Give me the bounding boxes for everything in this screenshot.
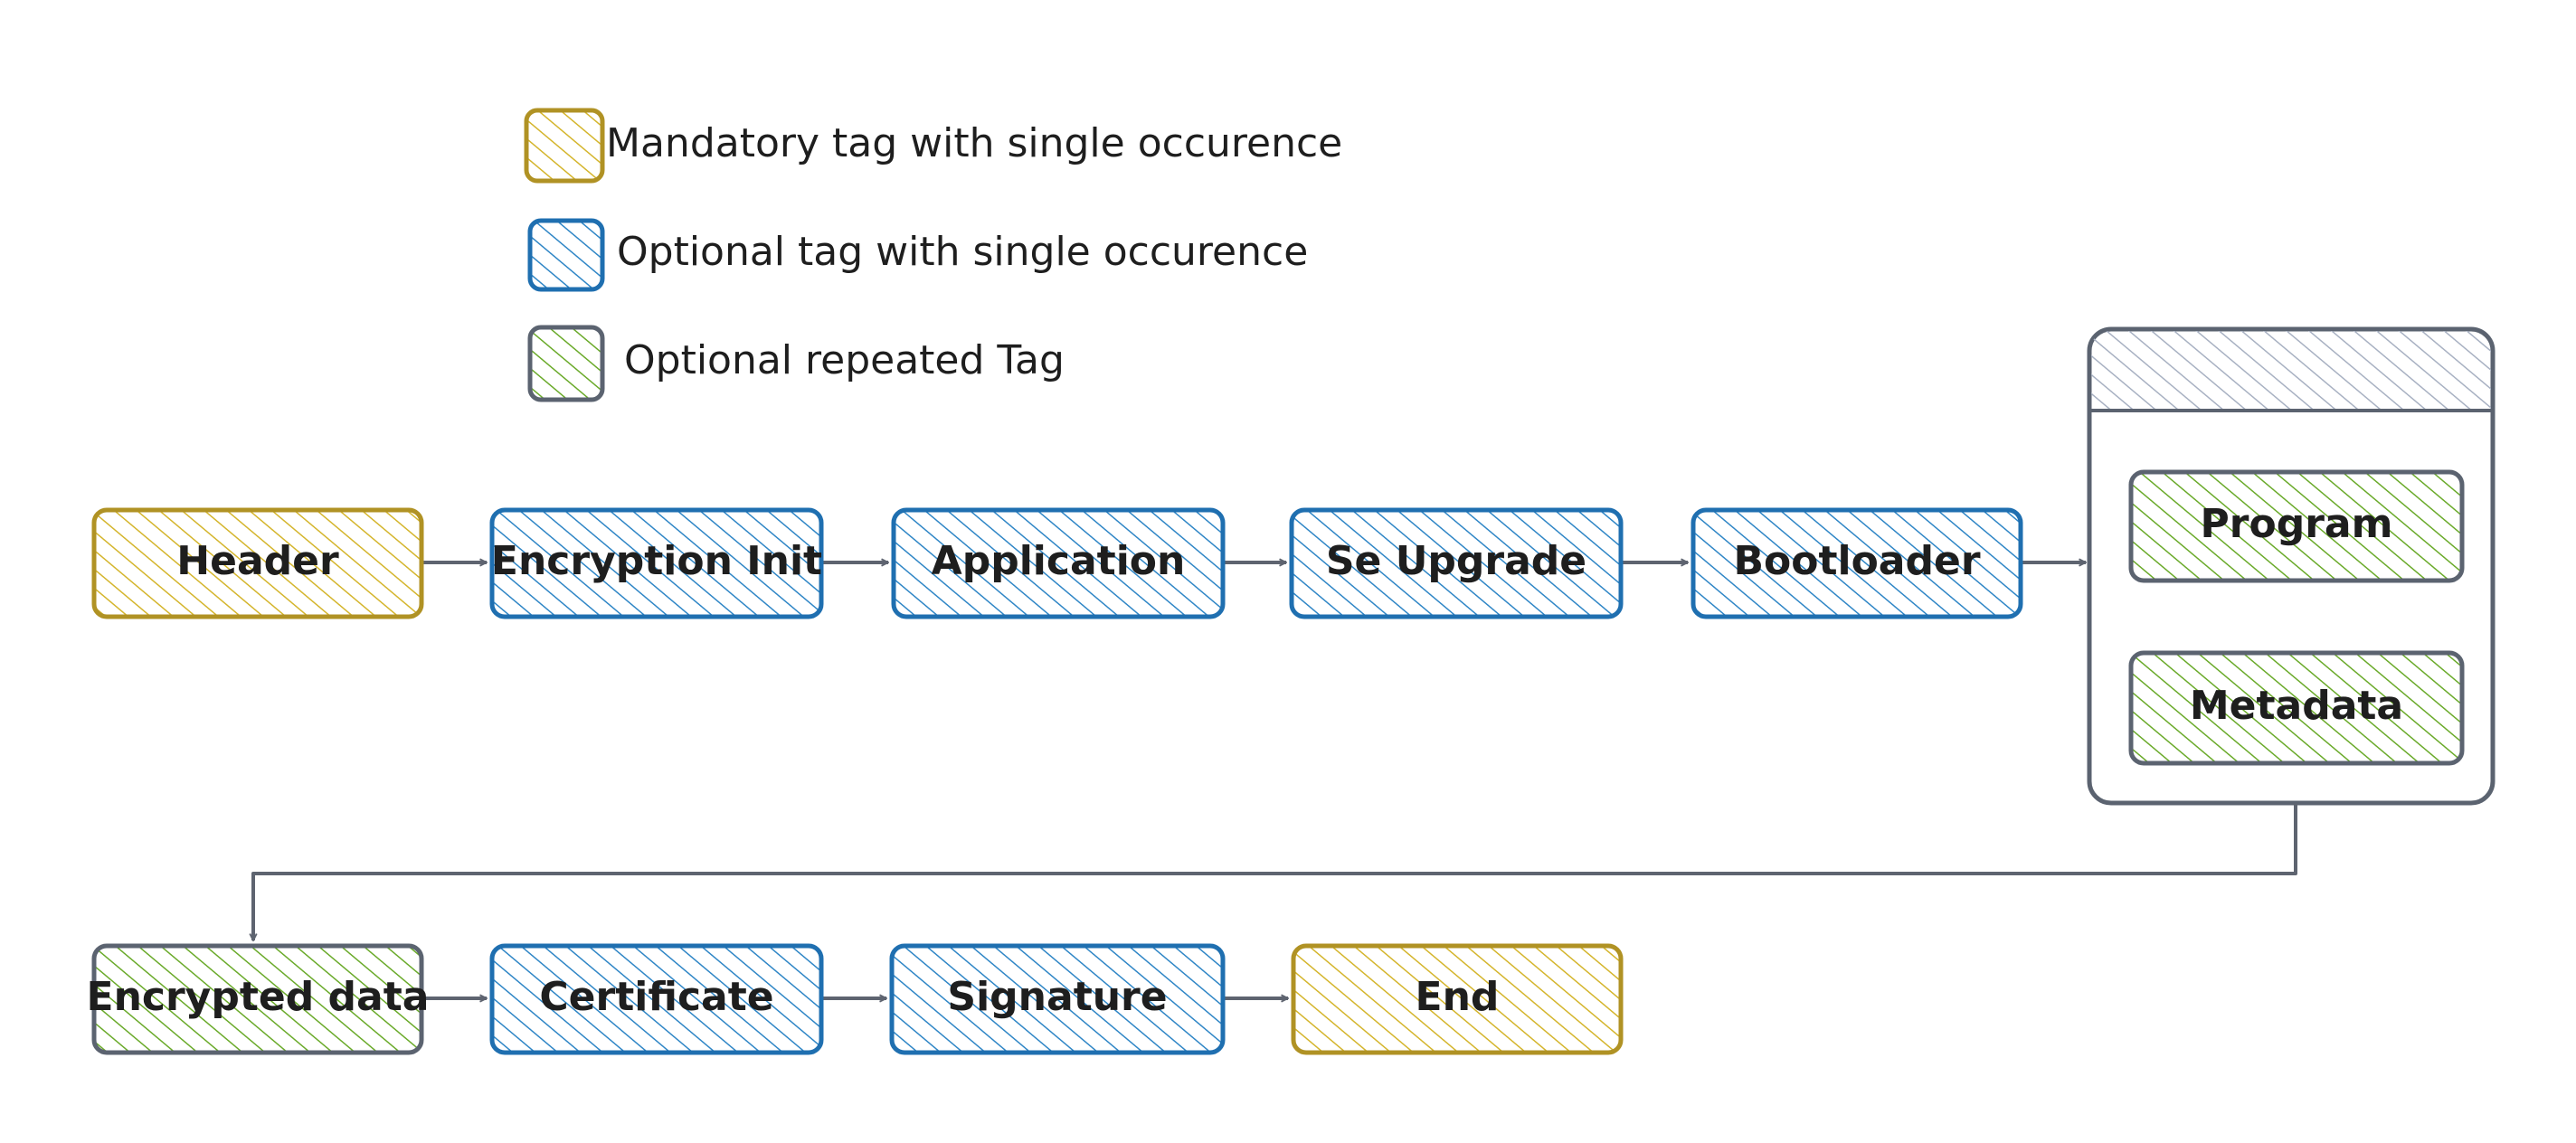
node-encrypted-data: Encrypted data (87, 943, 430, 1055)
node-program: Program (2128, 469, 2465, 583)
node-se-upgrade: Se Upgrade (1289, 507, 1624, 619)
legend-swatch-optional (527, 218, 605, 292)
legend-label-mandatory: Mandatory tag with single occurence (606, 120, 1342, 166)
node-se-upgrade-label: Se Upgrade (1326, 538, 1586, 584)
legend-item-optional: Optional tag with single occurence (527, 218, 1308, 292)
node-encryption-init: Encryption Init (489, 507, 824, 619)
legend-label-optional: Optional tag with single occurence (617, 229, 1308, 275)
connectors (253, 562, 2297, 998)
node-metadata: Metadata (2128, 650, 2465, 766)
node-bootloader-label: Bootloader (1733, 538, 1980, 584)
repeated-group-header-hatch (2091, 331, 2491, 409)
node-header-label: Header (176, 538, 339, 584)
node-header: Header (91, 507, 424, 619)
edge-group-to-encrypted-data (253, 803, 2297, 940)
node-encrypted-data-label: Encrypted data (87, 974, 430, 1020)
legend: Mandatory tag with single occurence Opti… (524, 108, 1342, 402)
node-bootloader: Bootloader (1690, 507, 2023, 619)
legend-swatch-mandatory (524, 108, 605, 184)
node-metadata-label: Metadata (2190, 683, 2403, 729)
node-end: End (1291, 943, 1624, 1055)
legend-item-mandatory: Mandatory tag with single occurence (524, 108, 1342, 184)
legend-swatch-repeated (527, 325, 605, 402)
legend-label-repeated: Optional repeated Tag (624, 337, 1065, 383)
node-program-label: Program (2201, 501, 2393, 547)
node-certificate-label: Certificate (539, 974, 773, 1020)
node-certificate: Certificate (489, 943, 824, 1055)
node-signature: Signature (889, 943, 1226, 1055)
node-application: Application (891, 507, 1226, 619)
node-end-label: End (1416, 974, 1500, 1020)
node-application-label: Application (932, 538, 1186, 584)
node-encryption-init-label: Encryption Init (491, 538, 822, 584)
legend-item-repeated: Optional repeated Tag (527, 325, 1065, 402)
node-signature-label: Signature (947, 974, 1167, 1020)
